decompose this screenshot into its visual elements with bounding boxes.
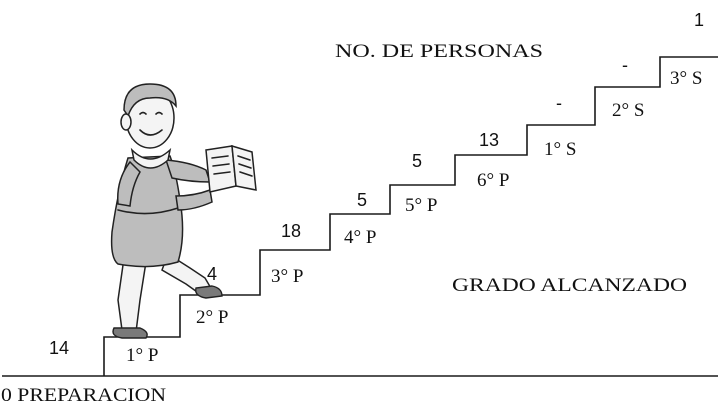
grade-label: 3° S (670, 68, 702, 89)
grade-label: 2° P (196, 307, 228, 328)
count-label: 13 (479, 130, 499, 150)
count-label: - (622, 55, 628, 75)
axis-label: GRADO ALCANZADO (452, 275, 687, 296)
base-label: 0 PREPARACION (1, 385, 166, 406)
grade-label: 1° P (126, 345, 158, 366)
count-label: 1 (694, 10, 704, 30)
boy-climbing-illustration (110, 83, 257, 339)
grade-label: 5° P (405, 195, 437, 216)
count-label: 4 (207, 264, 217, 284)
count-label: - (556, 93, 562, 113)
staircase-outline (103, 56, 718, 376)
grade-label: 6° P (477, 170, 509, 191)
count-label: 5 (412, 151, 422, 171)
count-label: 5 (357, 190, 367, 210)
count-label: 18 (281, 221, 301, 241)
count-label: 14 (49, 338, 69, 358)
grade-label: 4° P (344, 227, 376, 248)
grade-label: 1° S (544, 139, 576, 160)
grade-label: 3° P (271, 266, 303, 287)
grade-label: 2° S (612, 100, 644, 121)
top-label: NO. DE PERSONAS (335, 41, 543, 62)
